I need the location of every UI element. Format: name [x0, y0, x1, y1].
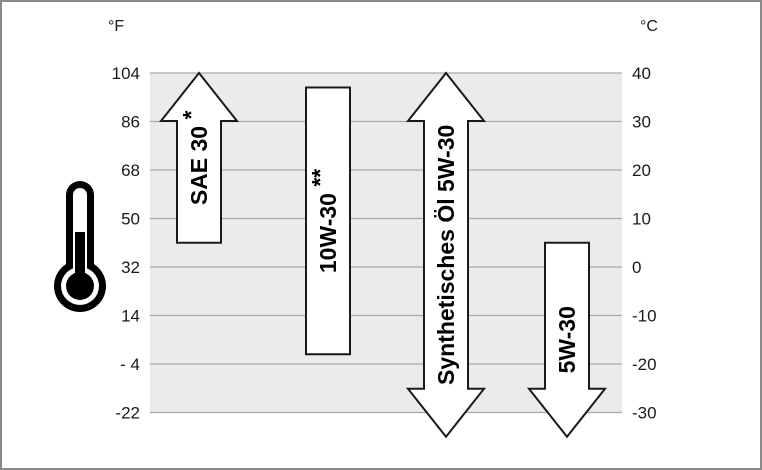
celsius-unit-label: °C — [640, 18, 658, 35]
temperature-band — [150, 73, 622, 412]
oil-range-footnote-mark: ** — [307, 169, 333, 187]
oil-range-arrow — [405, 71, 487, 439]
fahrenheit-tick-label: 32 — [121, 258, 140, 277]
celsius-tick-label: -10 — [632, 307, 657, 326]
celsius-tick-label: 10 — [632, 210, 651, 229]
fahrenheit-tick-label: 104 — [112, 64, 140, 83]
celsius-ticks: 40 30 20 10 0 -10 -20 -30 — [632, 64, 657, 423]
oil-range-arrow — [305, 86, 351, 356]
celsius-tick-label: 0 — [632, 258, 641, 277]
oil-range-label: Synthetisches Öl 5W-30 — [433, 125, 459, 385]
oil-range-label: 5W-30 — [554, 306, 580, 373]
celsius-tick-label: 40 — [632, 64, 651, 83]
celsius-tick-label: 20 — [632, 161, 651, 180]
celsius-tick-label: -20 — [632, 355, 657, 374]
thermometer-icon — [54, 181, 106, 312]
fahrenheit-tick-label: - 4 — [120, 355, 140, 374]
oil-range-footnote-mark: * — [178, 111, 204, 120]
fahrenheit-ticks: 104 86 68 50 32 14 - 4 -22 — [112, 64, 140, 423]
celsius-tick-label: 30 — [632, 113, 651, 132]
fahrenheit-tick-label: 68 — [121, 161, 140, 180]
fahrenheit-tick-label: 50 — [121, 210, 140, 229]
fahrenheit-tick-label: -22 — [115, 404, 140, 423]
oil-range-arrow — [526, 241, 608, 439]
fahrenheit-tick-label: 86 — [121, 113, 140, 132]
fahrenheit-unit-label: °F — [108, 18, 124, 35]
oil-range-arrow — [158, 71, 240, 244]
fahrenheit-tick-label: 14 — [121, 307, 140, 326]
celsius-tick-label: -30 — [632, 404, 657, 423]
